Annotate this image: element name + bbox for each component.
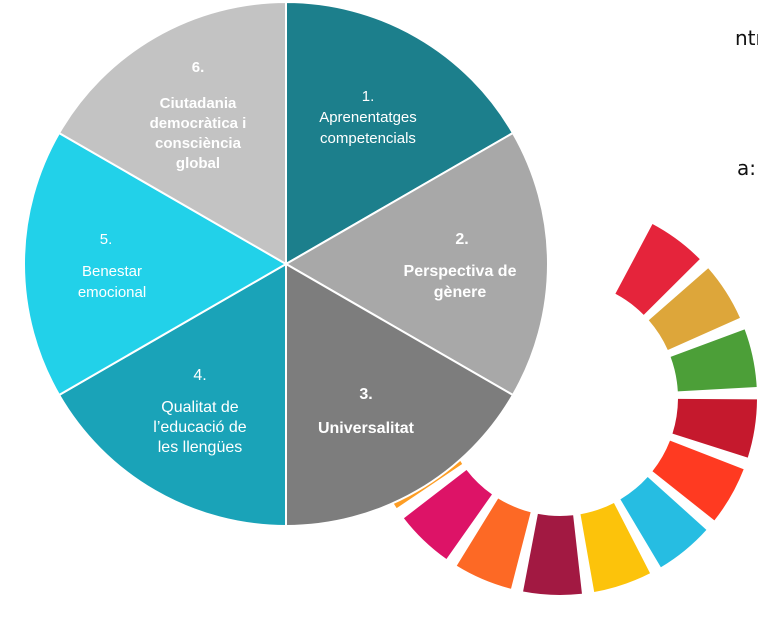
segment-5-line-1: Benestar xyxy=(82,263,142,280)
segment-2-number: 2. xyxy=(455,231,468,248)
pie-segment-6 xyxy=(57,0,287,266)
sdg-block-9 xyxy=(456,498,531,589)
segment-5-line-2: emocional xyxy=(78,284,146,301)
sdg-block-4 xyxy=(672,398,757,458)
segment-1-label: 1. Aprenentatges competencials xyxy=(319,88,417,147)
segment-2-line-2: gènere xyxy=(434,284,487,301)
segment-4-label: 4. Qualitat de l’educació de les llengüe… xyxy=(153,367,247,456)
sdg-block-8 xyxy=(523,513,582,595)
segment-2-label: 2. Perspectiva de gènere xyxy=(404,231,517,301)
segment-2-line-1: Perspectiva de xyxy=(404,263,517,280)
segment-6-label: 6. Ciutadania democràtica i consciència … xyxy=(150,59,247,172)
segment-6-line-1: Ciutadania xyxy=(160,95,237,112)
pie-segment-4 xyxy=(57,262,287,528)
pie-segment-3 xyxy=(285,262,515,528)
sdg-block-1 xyxy=(615,224,700,315)
pie-segment-5 xyxy=(23,131,289,397)
segment-3-line-1: Universalitat xyxy=(318,420,415,437)
pie-segment-1 xyxy=(285,0,515,266)
pillars-pie xyxy=(23,0,549,528)
sdg-block-6 xyxy=(620,476,707,568)
segment-1-line-1: Aprenentatges xyxy=(319,109,417,126)
segment-5-number: 5. xyxy=(100,231,113,248)
cut-text-fragment-1: ntre xyxy=(735,26,758,50)
segment-4-number: 4. xyxy=(193,367,206,384)
segment-4-line-2: l’educació de xyxy=(153,419,247,436)
segment-1-line-2: competencials xyxy=(320,130,416,147)
segment-4-line-3: les llengües xyxy=(158,439,243,456)
cut-text-fragment-2: a: xyxy=(737,156,756,180)
segment-6-number: 6. xyxy=(192,59,205,76)
sdg-block-5 xyxy=(652,440,744,521)
segment-1-number: 1. xyxy=(362,88,375,105)
sdg-block-7 xyxy=(580,502,651,593)
segment-3-label: 3. Universalitat xyxy=(318,386,415,437)
sdg-block-3 xyxy=(670,329,757,392)
segment-3-number: 3. xyxy=(359,386,372,403)
sdg-block-10 xyxy=(403,469,492,559)
segment-6-line-3: consciència xyxy=(155,135,242,152)
segment-6-line-2: democràtica i xyxy=(150,115,247,132)
segment-6-line-4: global xyxy=(176,155,220,172)
pie-segment-2 xyxy=(283,131,549,397)
segment-5-label: 5. Benestar emocional xyxy=(78,231,146,301)
sdg-block-2 xyxy=(648,268,740,351)
segment-4-line-1: Qualitat de xyxy=(161,399,238,416)
